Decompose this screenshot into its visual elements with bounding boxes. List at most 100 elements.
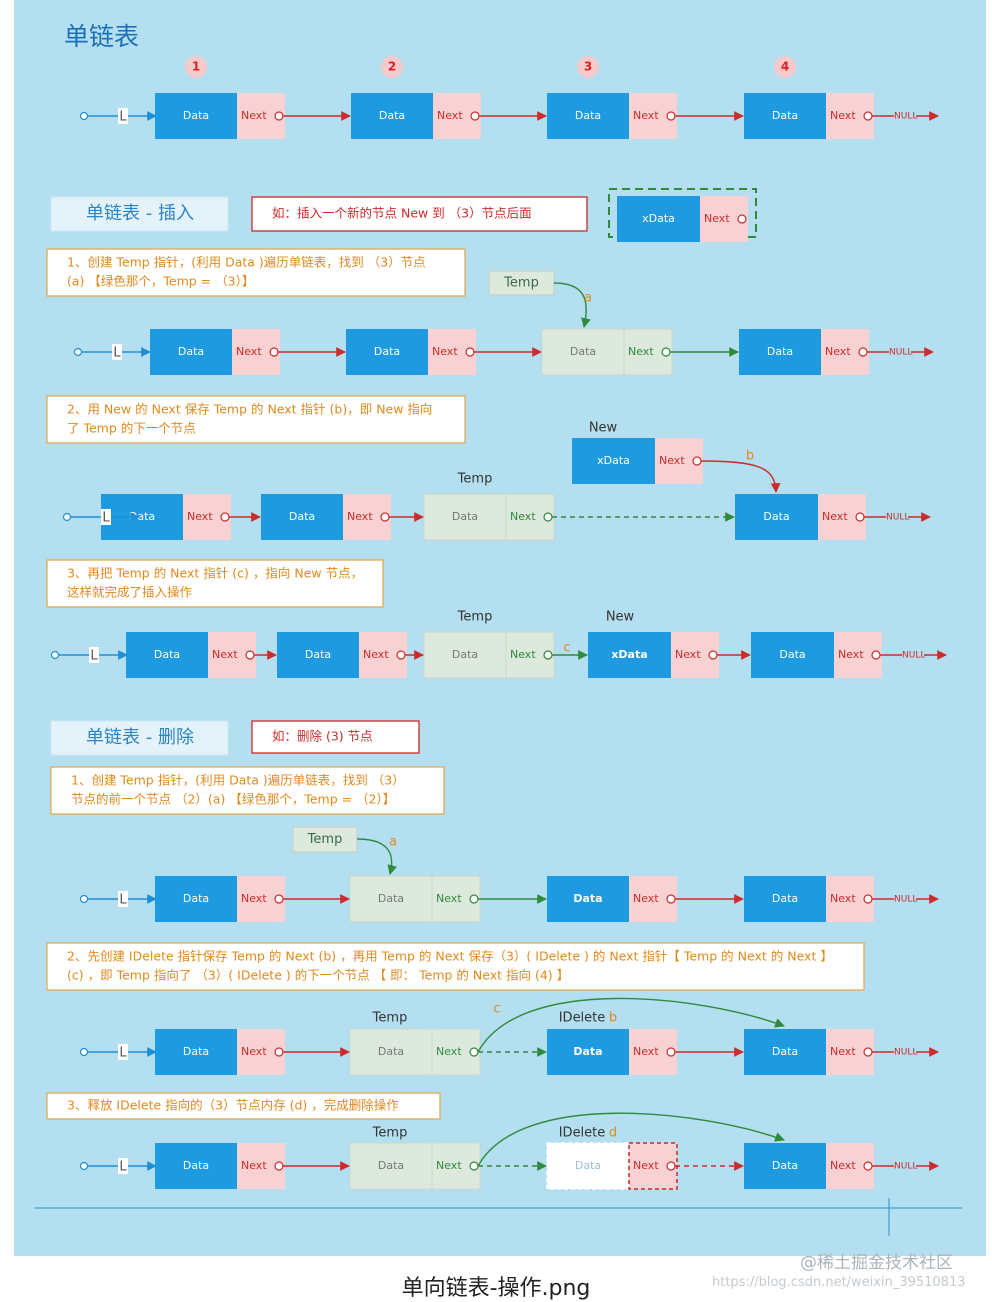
data-cell — [735, 494, 818, 540]
null-label: NULL — [894, 1048, 917, 1058]
data-label: Data — [772, 1159, 798, 1172]
pointer-dot — [220, 512, 230, 522]
head-label: L — [119, 1046, 127, 1061]
step-box — [46, 248, 466, 297]
data-label: xData — [642, 212, 675, 225]
data-cell — [155, 1143, 237, 1189]
pointer-dot — [274, 1047, 284, 1057]
next-label: Next — [838, 648, 864, 661]
next-label: Next — [436, 1159, 462, 1172]
step-text: 节点的前一个节点 （2）(a) 【绿色那个，Temp = （2）】 — [71, 792, 395, 807]
data-label: xData — [611, 648, 647, 661]
pointer-dot — [274, 111, 284, 121]
step-text: 如：插入一个新的节点 New 到 （3）节点后面 — [272, 206, 532, 221]
temp-next-arrow — [477, 1112, 785, 1167]
head-box — [101, 509, 111, 525]
pointer-dot — [666, 1161, 676, 1171]
step-box — [251, 196, 588, 232]
step-box — [46, 395, 466, 444]
data-cell — [351, 93, 433, 139]
data-label: Data — [183, 1045, 209, 1058]
step-text: (c) ，即 Temp 指向了 （3）( IDelete ) 的下一个节点 【 … — [67, 968, 569, 983]
head-label: L — [113, 346, 121, 361]
pointer-dot — [469, 894, 479, 904]
next-label: Next — [633, 1159, 659, 1172]
null-label: NULL — [894, 1162, 917, 1172]
data-cell — [588, 632, 671, 678]
new-label: New — [606, 610, 635, 625]
data-cell — [126, 632, 208, 678]
head-box — [118, 1158, 128, 1174]
head-label: L — [119, 893, 127, 908]
node-number-badge — [381, 56, 403, 78]
data-label: Data — [452, 648, 478, 661]
pointer-dot — [245, 650, 255, 660]
data-cell — [572, 438, 655, 484]
head-label: L — [119, 1160, 127, 1175]
step-box — [46, 1092, 441, 1120]
data-label: Data — [154, 648, 180, 661]
next-label: Next — [363, 648, 389, 661]
head-label: L — [102, 511, 110, 526]
step-text: 3、释放 IDelete 指向的（3）节点内存 (d) ，完成删除操作 — [67, 1098, 399, 1113]
pointer-dot — [737, 214, 747, 224]
data-cell — [744, 876, 826, 922]
step-text: 1、创建 Temp 指针，(利用 Data )遍历单链表，找到 （3） — [71, 773, 405, 788]
list-node: Data Next — [739, 329, 869, 375]
next-label: Next — [510, 648, 536, 661]
next-cell — [431, 1028, 481, 1076]
temp-label: Temp — [457, 610, 493, 625]
step-text: 1、创建 Temp 指针，(利用 Data )遍历单链表，找到 （3）节点 — [67, 255, 426, 270]
data-cell — [547, 93, 629, 139]
node-number-badge — [774, 56, 796, 78]
list-node: Data Next — [126, 632, 256, 678]
temp-next-arrow — [477, 997, 785, 1053]
next-label: Next — [825, 345, 851, 358]
next-label: Next — [212, 648, 238, 661]
pointer-dot — [871, 650, 881, 660]
data-cell — [547, 1029, 629, 1075]
data-cell — [751, 632, 834, 678]
data-label: Data — [767, 345, 793, 358]
step-box — [50, 766, 445, 815]
insert-heading-box — [50, 196, 229, 232]
next-label: Next — [659, 454, 685, 467]
image-caption: 单向链表-操作.png — [401, 1276, 591, 1301]
next-label: Next — [822, 510, 848, 523]
null-label: NULL — [889, 348, 912, 358]
data-cell — [617, 196, 700, 242]
head-origin — [73, 347, 83, 357]
pointer-dot — [269, 347, 279, 357]
temp-pointer-arrow — [356, 838, 397, 875]
step-text: 2、用 New 的 Next 保存 Temp 的 Next 指针 (b)，即 N… — [67, 402, 432, 417]
data-label: Data — [779, 648, 805, 661]
null-label: NULL — [894, 895, 917, 905]
head-origin — [79, 1047, 89, 1057]
data-label: Data — [573, 892, 602, 905]
step-text: 如：删除 (3) 节点 — [272, 729, 373, 744]
data-label: Data — [772, 109, 798, 122]
node-number-badge — [185, 56, 207, 78]
delete-heading-box — [50, 720, 229, 756]
data-label: Data — [289, 510, 315, 523]
pointer-dot — [465, 347, 475, 357]
node-number: 2 — [388, 60, 396, 74]
next-label: Next — [633, 109, 659, 122]
step-text: 2、先创建 IDelete 指针保存 Temp 的 Next (b) ，再用 T… — [67, 949, 833, 964]
head-box — [118, 891, 128, 907]
temp-label: Temp — [457, 472, 493, 487]
